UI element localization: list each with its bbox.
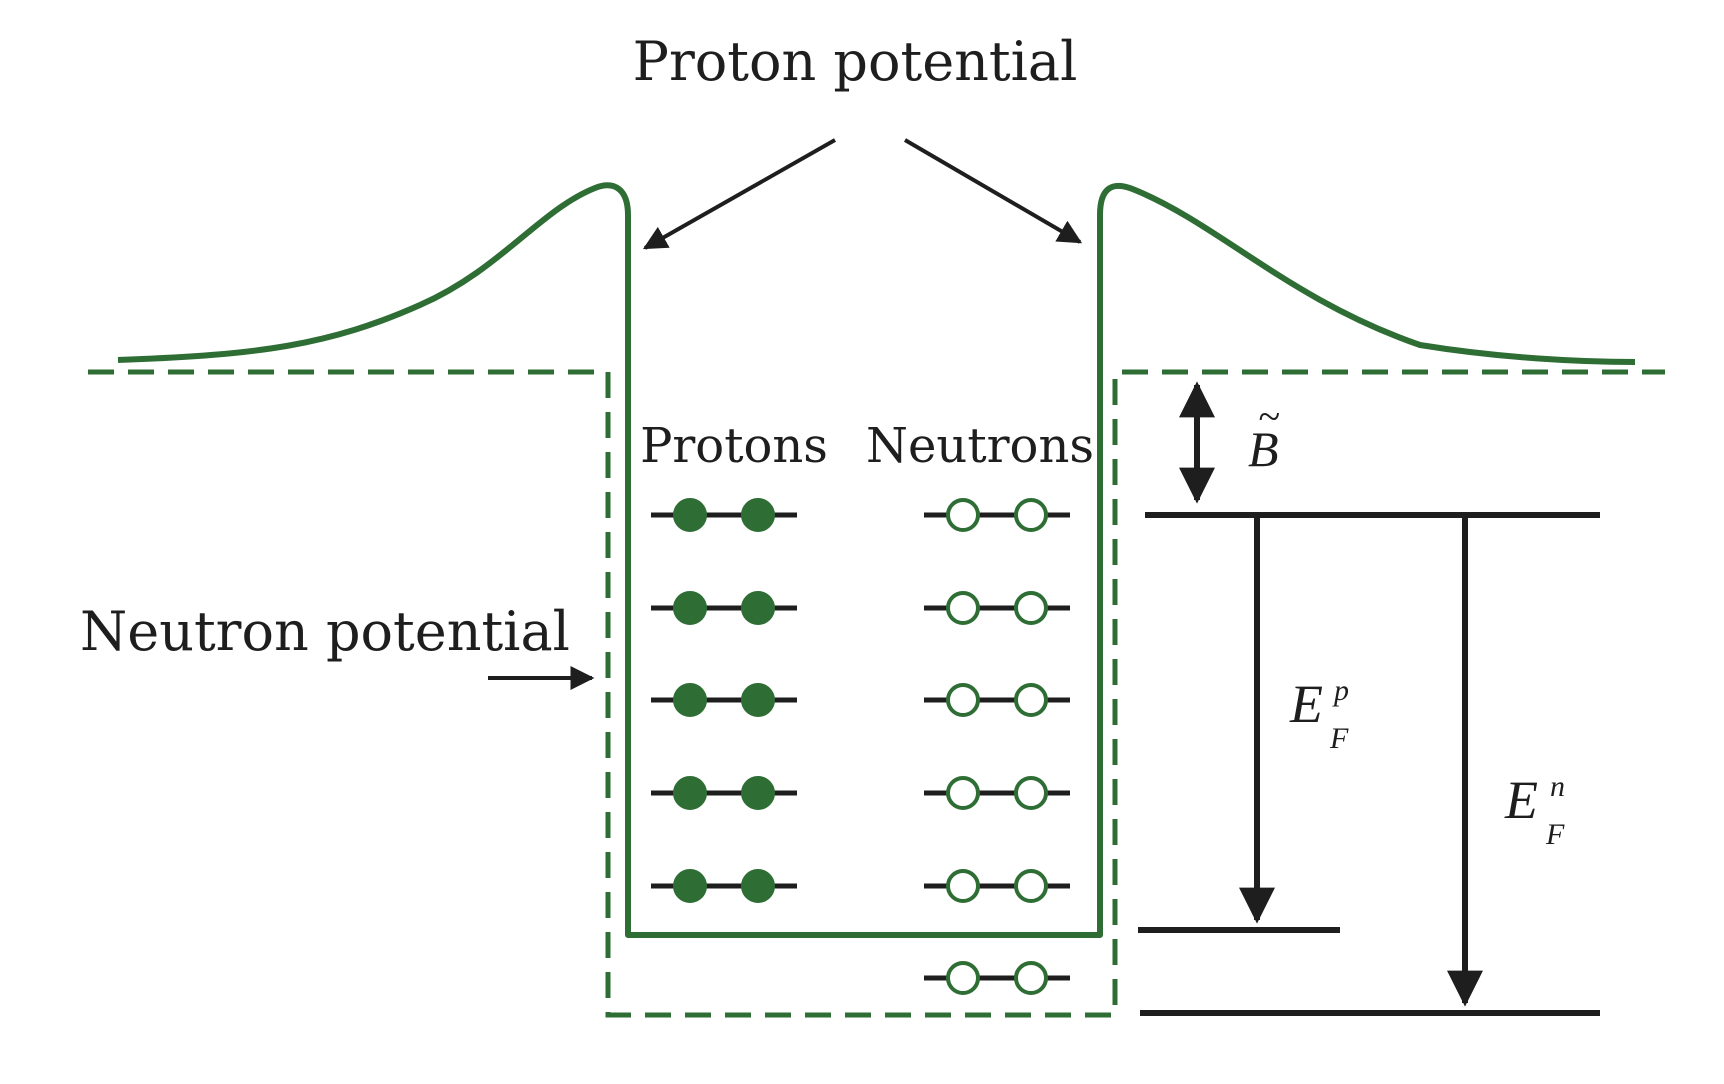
neutron-particle (946, 683, 980, 717)
proton-particle (741, 869, 775, 903)
neutron-particle (1014, 498, 1048, 532)
neutron-potential-well (88, 369, 1665, 1018)
proton-potential-label: Proton potential (633, 30, 1078, 93)
neutron-fermi-energy-subscript: F (1545, 818, 1565, 851)
neutron-particle (946, 591, 980, 625)
neutron-level-4 (924, 776, 1070, 810)
neutron-level-5 (924, 869, 1070, 903)
protons-heading: Protons (640, 418, 828, 474)
proton-particle (673, 776, 707, 810)
neutron-level-1 (924, 498, 1070, 532)
neutron-particle (1014, 683, 1048, 717)
neutron-fermi-energy-symbol: E (1504, 770, 1538, 830)
proton-energy-levels (651, 498, 797, 903)
proton-level-4 (651, 776, 797, 810)
proton-particle (673, 869, 707, 903)
proton-particle (741, 683, 775, 717)
neutrons-heading: Neutrons (866, 418, 1094, 474)
neutron-particle (946, 498, 980, 532)
neutron-particle (946, 869, 980, 903)
proton-level-2 (651, 591, 797, 625)
proton-potential-arrow-right (903, 138, 1083, 244)
proton-particle (673, 683, 707, 717)
proton-particle (741, 591, 775, 625)
neutron-level-6 (924, 961, 1070, 995)
neutron-particle (946, 961, 980, 995)
neutron-level-3 (924, 683, 1070, 717)
proton-potential-curve (117, 182, 1636, 938)
proton-fermi-energy-superscript: p (1332, 674, 1349, 707)
neutron-particle (1014, 591, 1048, 625)
proton-particle (741, 498, 775, 532)
proton-level-5 (651, 869, 797, 903)
neutron-level-2 (924, 591, 1070, 625)
proton-particle (741, 776, 775, 810)
proton-fermi-energy-subscript: F (1329, 722, 1349, 755)
proton-potential-arrow-left (642, 138, 836, 250)
neutron-particle (1014, 961, 1048, 995)
proton-fermi-energy-symbol: E (1289, 674, 1323, 734)
neutron-particle (1014, 776, 1048, 810)
neutron-particle (946, 776, 980, 810)
neutron-energy-levels (924, 498, 1070, 995)
neutron-potential-label: Neutron potential (80, 600, 570, 663)
binding-energy-tilde: ~ (1258, 394, 1280, 439)
neutron-fermi-energy-superscript: n (1550, 770, 1565, 803)
proton-level-3 (651, 683, 797, 717)
proton-particle (673, 498, 707, 532)
proton-level-1 (651, 498, 797, 532)
neutron-particle (1014, 869, 1048, 903)
binding-energy-symbol: B (1248, 421, 1279, 477)
proton-particle (673, 591, 707, 625)
